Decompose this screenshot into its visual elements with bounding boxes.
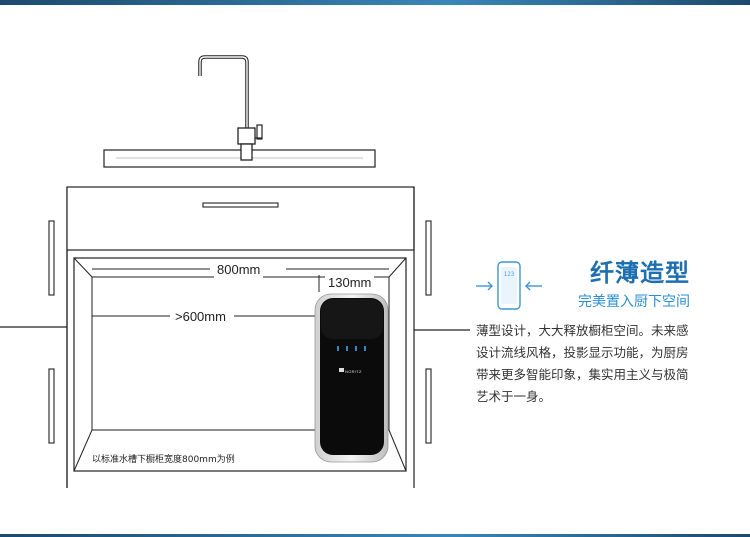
depth-dimension-label: 130mm [325, 275, 375, 291]
faucet-icon [198, 55, 263, 161]
top-band [0, 0, 750, 5]
display-panel-icon [497, 261, 521, 310]
product-brand: NORITZ [345, 369, 362, 374]
unit-indicator-lights [337, 346, 366, 351]
arrow-left-icon [525, 281, 542, 291]
width-dimension-label: 800mm [214, 262, 264, 278]
left-cabinet [0, 187, 68, 488]
arrow-right-icon [476, 281, 493, 291]
right-cabinet [414, 187, 560, 444]
feature-description: 薄型设计，大大释放橱柜空间。未来感设计流线风格，投影显示功能，为厨房带来更多智能… [476, 323, 689, 404]
brand-logo-mark [339, 368, 344, 372]
cabinet-caption: 以标准水槽下橱柜宽度800mm为例 [92, 455, 235, 465]
bottom-band [0, 534, 750, 537]
sink-cabinet [0, 186, 520, 489]
feature-subtitle: 完美置入厨下空间 [578, 294, 690, 310]
sink-basin [103, 149, 376, 168]
min-width-dimension-label: >600mm [172, 309, 229, 325]
dimension-lines [92, 268, 389, 322]
water-purifier-unit [314, 293, 389, 463]
feature-title: 纤薄造型 [590, 259, 690, 287]
display-panel-value: 123 [503, 271, 515, 278]
